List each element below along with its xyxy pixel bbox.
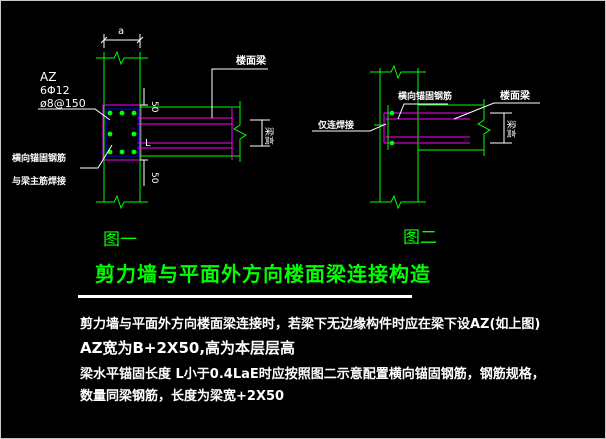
leader-floor-beam [211,68,268,118]
fig2-floor-beam-label: 楼面梁 [500,89,531,102]
fig1-caption: 图一 [103,230,137,250]
fig2-rebar [389,110,395,146]
note-line-4: 数量同梁钢筋，长度为梁宽+2X50 [80,389,285,404]
leader-az [38,108,111,121]
beam-height-label: 梁高 [263,127,275,145]
az-column [102,104,142,161]
dim-50-bottom: 50 [149,172,159,184]
beam-2 [383,112,470,144]
leader-anchor-fig1 [80,144,113,169]
dim-50-top: 50 [149,101,159,113]
wall-outline-2 [370,64,426,210]
note-line-3: 梁水平锚固长度 L小于0.4LaE时应按照图二示意配置横向锚固钢筋，钢筋规格， [80,367,545,382]
dim-a-label: a [118,26,124,37]
title-underline [78,295,412,298]
beam-2-outline [374,99,491,156]
anchor-label-1: 横向锚固钢筋 [12,152,66,164]
fig2-weld-label: 仅连焊接 [317,119,354,131]
az-stirrup-label: ø8@150 [40,97,86,110]
note-line-1: 剪力墙与平面外方向楼面梁连接时，若梁下无边缘构件时应在梁下设AZ(如上图) [80,317,541,332]
note-line-2: AZ宽为B+2X50,高为本层层高 [80,339,296,357]
az-bars-label: 6Φ12 [40,84,70,97]
floor-beam-label: 楼面梁 [236,54,267,67]
dim-L-label: L [145,138,151,149]
beam-height-label-2: 梁高 [505,120,517,138]
drawing-title: 剪力墙与平面外方向楼面梁连接构造 [95,262,431,286]
floor-beam [138,108,233,160]
fig2-caption: 图二 [403,228,437,248]
az-label: AZ [40,70,56,84]
figure-1: a [12,26,275,250]
figure-2: 梁高 横向锚固钢筋 楼面梁 仅连焊接 图二 [312,64,540,248]
beam-height-dim-2 [490,112,512,144]
anchor-label-2: 与梁主筋焊接 [12,175,66,187]
fig2-anchor-label: 横向锚固钢筋 [398,90,452,102]
dim-50 [140,88,148,186]
beam-height-dim [250,119,270,147]
wall-outline [96,50,148,210]
dim-a [100,34,144,48]
leaders-fig2 [312,102,540,132]
beam-outline [140,101,247,162]
